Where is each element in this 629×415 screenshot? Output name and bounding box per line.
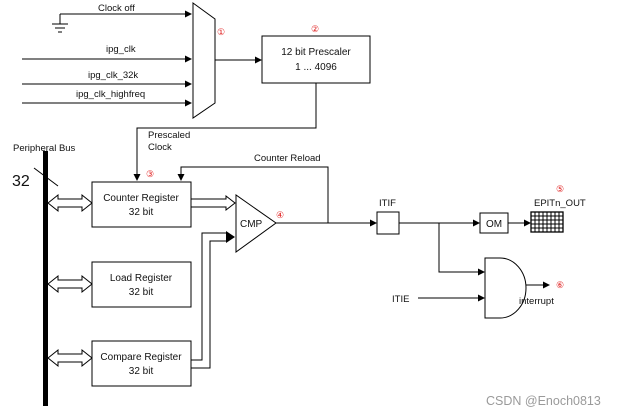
counter-register-block [91,181,192,228]
counter-to-cmp-bus [190,194,236,212]
interrupt-label: interrupt [519,296,554,307]
clock-off-label: Clock off [98,3,135,14]
itif-label: ITIF [379,198,396,209]
interrupt-and-gate [484,257,527,319]
marker-3: ③ [146,169,154,179]
marker-2: ② [311,24,319,34]
counter-register-label: Counter Register [103,193,179,204]
prescaled-clock-wire [133,83,317,181]
ground-symbol [52,14,68,33]
itif-output-wire [399,219,480,227]
cmp-label: CMP [240,219,263,230]
bus-counter-double-arrow [47,193,93,213]
ipg-clk-32k-wire [22,80,192,88]
prescaler-block [261,35,371,84]
marker-1: ① [217,27,225,37]
ipg-clk-highfreq-wire [22,99,192,107]
ipg-clk-highfreq-label: ipg_clk_highfreq [76,89,145,100]
peripheral-bus-label: Peripheral Bus [13,143,76,154]
prescaled-clock-label-2: Clock [148,142,172,153]
compare-register-block [91,340,192,387]
output-pin-icon [530,211,564,233]
ipg-clk-32k-label: ipg_clk_32k [88,70,138,81]
bus-load-double-arrow [47,274,93,294]
bus-width-label: 32 [12,173,30,190]
om-label: OM [486,219,502,230]
marker-6: ⑥ [556,280,564,290]
load-register-width: 32 bit [129,287,154,298]
compare-register-width: 32 bit [129,366,154,377]
ipg-clk-label: ipg_clk [106,44,136,55]
itie-label: ITIE [392,294,409,305]
interrupt-output-wire [526,281,550,289]
ipg-clk-wire [22,55,192,63]
compare-to-cmp-bus [191,231,235,369]
om-to-pin-wire [508,219,531,227]
cmp-to-itif-arrow [370,219,377,227]
itif-flag-block [376,211,400,235]
prescaled-clock-label-1: Prescaled [148,130,190,141]
clock-off-wire [60,10,192,18]
marker-5: ⑤ [556,184,564,194]
peripheral-bus [43,151,48,406]
load-register-label: Load Register [110,273,173,284]
counter-reload-wire [177,166,329,223]
counter-register-width: 32 bit [129,207,154,218]
output-pin-label: EPITn_OUT [534,198,586,209]
itie-wire [418,294,485,302]
load-register-block [91,261,192,308]
compare-register-label: Compare Register [100,352,182,363]
counter-reload-label: Counter Reload [254,153,321,164]
cmp-comparator [235,194,277,253]
mux-to-prescaler-wire [215,56,262,64]
watermark: CSDN @Enoch0813 [486,394,601,408]
itif-to-and-wire [438,223,485,276]
clock-mux [192,2,216,119]
prescaler-label: 12 bit Prescaler [281,47,351,58]
bus-compare-double-arrow [47,348,93,368]
prescaler-range: 1 ... 4096 [295,62,337,73]
marker-4: ④ [276,210,284,220]
